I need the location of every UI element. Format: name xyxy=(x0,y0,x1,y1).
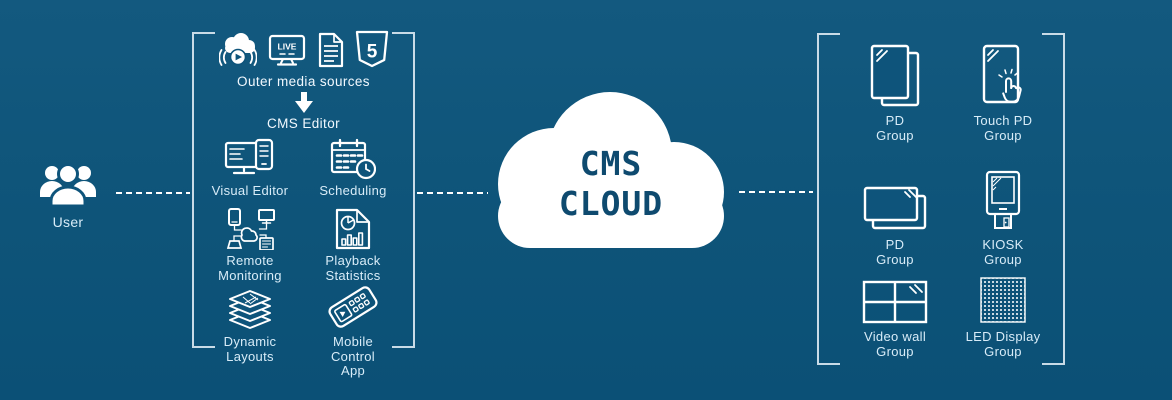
remote-monitoring-icon xyxy=(226,208,275,250)
group-touch-pd: Touch PD Group xyxy=(943,42,1063,143)
cms-cloud: CMS CLOUD xyxy=(488,92,734,250)
playback-statistics-icon xyxy=(335,208,371,250)
feature-label: Visual Editor xyxy=(211,183,289,198)
outer-media-sources-label: Outer media sources xyxy=(237,74,370,89)
group-video-wall: Video wall Group xyxy=(835,274,955,359)
editor-bracket-right xyxy=(392,32,415,348)
feature-mobile-control-app: Mobile Control App xyxy=(295,283,411,379)
devices-bracket-right xyxy=(1042,33,1065,365)
feature-visual-editor: Visual Editor xyxy=(192,136,308,199)
document-icon xyxy=(318,32,343,68)
cloud-title-line2: CLOUD xyxy=(558,184,664,223)
feature-playback-statistics: Playback Statistics xyxy=(295,206,411,283)
html5-glyph: 5 xyxy=(366,42,377,63)
mobile-control-app-icon xyxy=(328,286,378,328)
feature-label: Playback Statistics xyxy=(325,253,381,283)
group-label: LED Display Group xyxy=(965,329,1041,359)
outer-media-sources-block: LIVE 5 Outer media sources CMS Editor xyxy=(192,30,415,131)
arrow-down-icon xyxy=(294,92,313,113)
connector-user-editor xyxy=(116,192,190,194)
cloud-title-line1: CMS xyxy=(579,144,643,183)
feature-label: Scheduling xyxy=(319,183,387,198)
live-badge-text: LIVE xyxy=(277,42,296,52)
user-label: User xyxy=(52,214,84,230)
video-wall-icon xyxy=(862,280,928,324)
connector-cloud-devices xyxy=(739,191,813,193)
cloud-title: CMS CLOUD xyxy=(488,144,734,224)
pd-landscape-icon xyxy=(863,186,927,230)
group-pd-landscape: PD Group xyxy=(835,170,955,267)
touch-pd-icon xyxy=(982,44,1022,104)
group-label: PD Group xyxy=(876,237,914,267)
connector-editor-cloud xyxy=(417,192,488,194)
user-block: User xyxy=(26,160,110,230)
visual-editor-icon xyxy=(224,138,274,175)
feature-label: Dynamic Layouts xyxy=(223,334,277,364)
feature-scheduling: Scheduling xyxy=(295,136,411,199)
led-display-icon xyxy=(980,277,1026,323)
devices-bracket-left xyxy=(817,33,840,365)
scheduling-icon xyxy=(330,138,376,180)
feature-label: Remote Monitoring xyxy=(218,253,282,283)
group-pd-portrait: PD Group xyxy=(835,42,955,143)
dynamic-layouts-icon xyxy=(229,290,271,329)
feature-remote-monitoring: Remote Monitoring xyxy=(192,206,308,283)
group-label: Touch PD Group xyxy=(973,113,1033,143)
feature-dynamic-layouts: Dynamic Layouts xyxy=(192,285,308,364)
cms-editor-label: CMS Editor xyxy=(266,116,341,131)
group-kiosk: KIOSK Group xyxy=(943,170,1063,267)
live-monitor-icon: LIVE xyxy=(268,34,305,66)
source-icons-row: LIVE 5 xyxy=(218,30,389,68)
pd-portrait-icon xyxy=(870,44,920,107)
group-label: PD Group xyxy=(876,113,914,143)
cloud-video-icon xyxy=(218,33,257,66)
group-led-display: LED Display Group xyxy=(943,274,1063,359)
feature-label: Mobile Control App xyxy=(330,334,375,378)
cloud-shape xyxy=(498,92,724,248)
group-label: Video wall Group xyxy=(863,329,927,359)
group-label: KIOSK Group xyxy=(982,237,1024,267)
user-group-icon xyxy=(40,163,96,208)
html5-icon: 5 xyxy=(355,30,388,68)
editor-bracket-left xyxy=(192,32,215,348)
kiosk-icon xyxy=(985,170,1021,229)
